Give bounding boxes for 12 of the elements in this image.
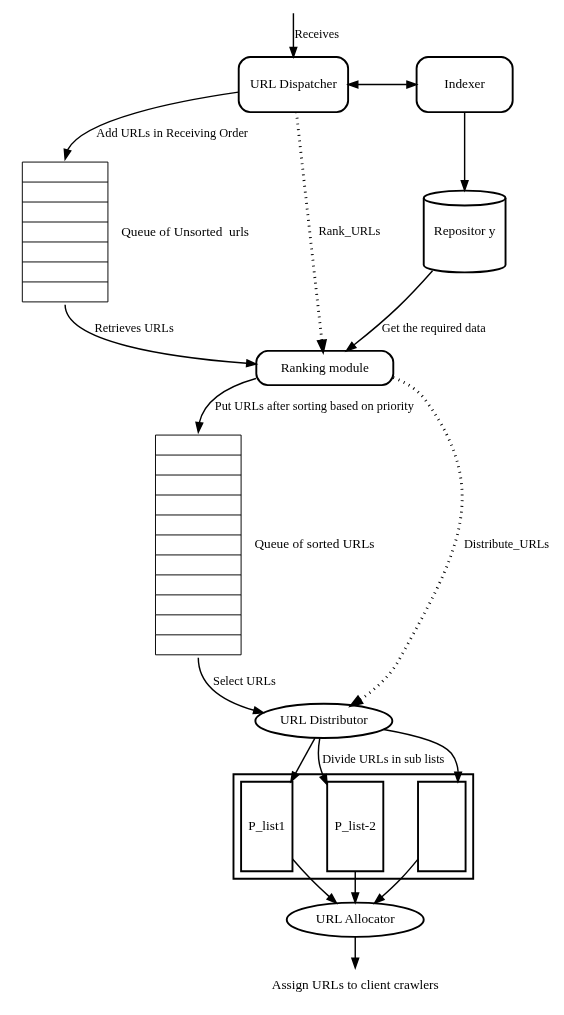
edge-label: Rank_URLs — [318, 223, 381, 238]
edge-label: Distribute_URLs — [463, 536, 550, 551]
edge-label: Retrieves URLs — [94, 321, 174, 336]
edge-label: Divide URLs in sub lists — [322, 752, 445, 767]
node-text: Assign URLs to client crawlers — [271, 976, 439, 992]
edge-label: Select URLs — [213, 674, 276, 689]
edge-label: Receives — [294, 27, 340, 42]
edge-label: Put URLs after sorting based on priority — [214, 399, 414, 414]
edge-label: Get the required data — [381, 321, 486, 336]
node-label: Queue of sorted URLs — [254, 536, 375, 552]
node-label: Queue of Unsorted urls — [121, 223, 250, 239]
edge-label: Add URLs in Receiving Order — [96, 126, 248, 141]
